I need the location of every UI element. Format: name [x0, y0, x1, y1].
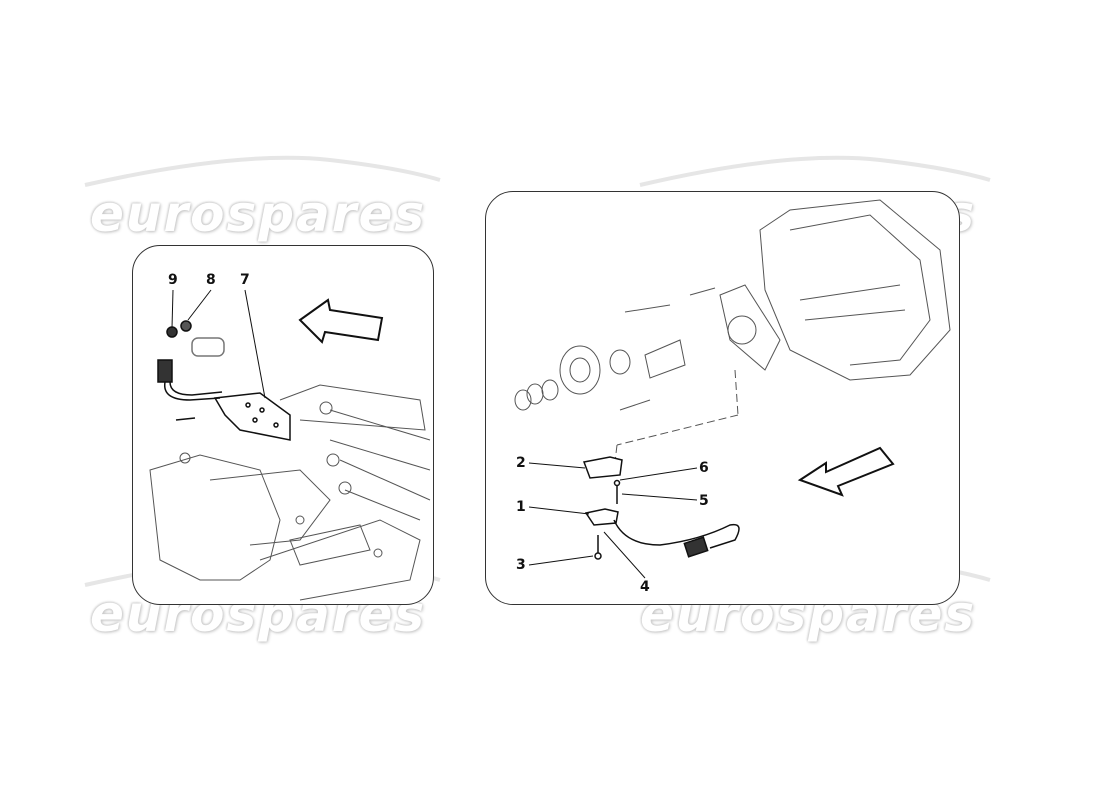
- callout-9: 9: [168, 272, 178, 288]
- callout-1: 1: [516, 499, 526, 515]
- watermark-top-left: eurospares: [90, 185, 427, 243]
- left-direction-arrow-icon: [298, 298, 384, 344]
- callout-2: 2: [516, 455, 526, 471]
- callout-7: 7: [240, 272, 250, 288]
- callout-4: 4: [640, 579, 650, 595]
- callout-3: 3: [516, 557, 526, 573]
- callout-6: 6: [699, 460, 709, 476]
- callout-5: 5: [699, 493, 709, 509]
- right-diagram-panel: [485, 191, 960, 605]
- callout-8: 8: [206, 272, 216, 288]
- right-direction-arrow-icon: [797, 446, 895, 497]
